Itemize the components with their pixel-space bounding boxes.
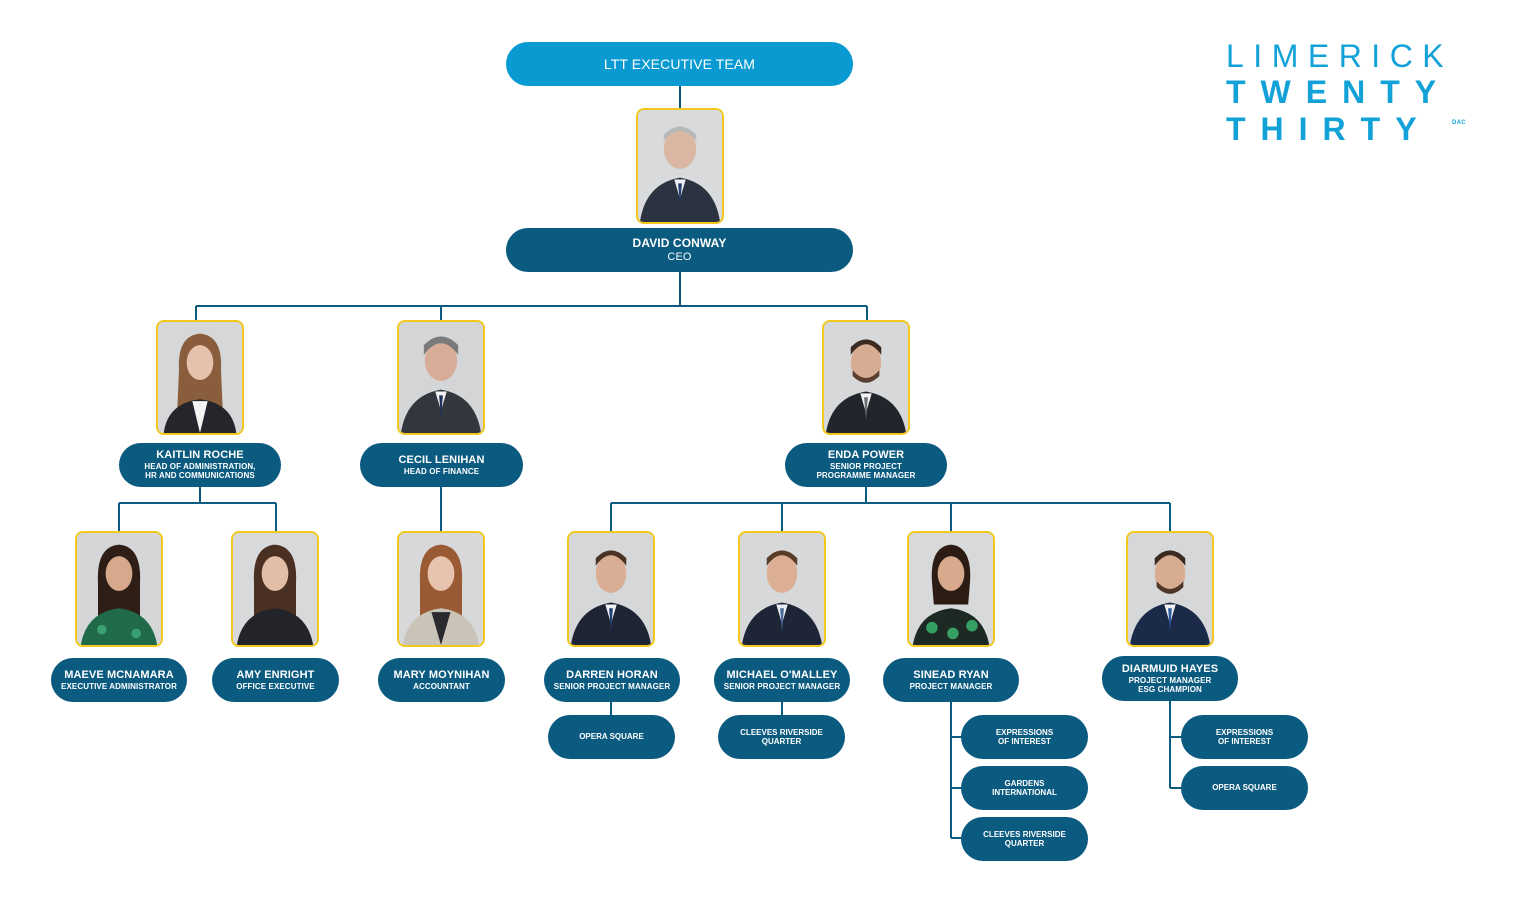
project-line-1: EXPRESSIONS bbox=[1215, 727, 1274, 737]
logo-line-2: TWENTY bbox=[1226, 74, 1452, 110]
ceo-role: CEO bbox=[667, 250, 692, 263]
mary-photo bbox=[397, 531, 485, 647]
mary-card: MARY MOYNIHAN ACCOUNTANT bbox=[378, 658, 505, 702]
limerick-twenty-thirty-logo: LIMERICK TWENTY THIRTY DAC bbox=[1226, 38, 1466, 148]
diarmuid-role-1: PROJECT MANAGER bbox=[1128, 675, 1212, 685]
cecil-card: CECIL LENIHAN HEAD OF FINANCE bbox=[360, 443, 523, 487]
mary-role-1: ACCOUNTANT bbox=[413, 681, 470, 691]
darren-role-1: SENIOR PROJECT MANAGER bbox=[553, 681, 671, 691]
mary-name: MARY MOYNIHAN bbox=[393, 669, 490, 682]
kaitlin-name: KAITLIN ROCHE bbox=[156, 449, 244, 462]
kaitlin-photo bbox=[156, 320, 244, 435]
michael-photo bbox=[738, 531, 826, 647]
kaitlin-role-2: HR AND COMMUNICATIONS bbox=[145, 471, 255, 481]
ceo-name: DAVID CONWAY bbox=[632, 235, 727, 250]
project-pill: EXPRESSIONS OF INTEREST bbox=[961, 715, 1088, 759]
project-line-1: GARDENS bbox=[1004, 778, 1045, 788]
project-line-2: OF INTEREST bbox=[1218, 737, 1271, 746]
sinead-name: SINEAD RYAN bbox=[913, 669, 989, 682]
logo-line-3: THIRTY bbox=[1226, 111, 1432, 147]
project-line-1: OPERA SQUARE bbox=[1212, 783, 1277, 793]
sinead-card: SINEAD RYAN PROJECT MANAGER bbox=[883, 658, 1019, 702]
diarmuid-card: DIARMUID HAYES PROJECT MANAGER ESG CHAMP… bbox=[1102, 656, 1238, 701]
project-line-1: OPERA SQUARE bbox=[579, 732, 644, 742]
diarmuid-name: DIARMUID HAYES bbox=[1121, 662, 1219, 675]
amy-role-1: OFFICE EXECUTIVE bbox=[236, 681, 315, 691]
project-line-2: INTERNATIONAL bbox=[992, 788, 1057, 797]
cecil-name: CECIL LENIHAN bbox=[398, 454, 485, 467]
ceo-card: DAVID CONWAY CEO bbox=[506, 228, 853, 272]
cecil-photo bbox=[397, 320, 485, 435]
project-pill: OPERA SQUARE bbox=[548, 715, 675, 759]
amy-name: AMY ENRIGHT bbox=[236, 669, 315, 682]
amy-photo bbox=[231, 531, 319, 647]
project-line-1: CLEEVES RIVERSIDE bbox=[983, 829, 1066, 839]
project-pill: CLEEVES RIVERSIDE QUARTER bbox=[961, 817, 1088, 861]
project-line-1: EXPRESSIONS bbox=[995, 727, 1054, 737]
project-pill: OPERA SQUARE bbox=[1181, 766, 1308, 810]
kaitlin-card: KAITLIN ROCHE HEAD OF ADMINISTRATION, HR… bbox=[119, 443, 281, 487]
maeve-name: MAEVE MCNAMARA bbox=[64, 669, 174, 682]
project-pill: EXPRESSIONS OF INTEREST bbox=[1181, 715, 1308, 759]
executive-team-title: LTT EXECUTIVE TEAM bbox=[506, 42, 853, 86]
sinead-photo bbox=[907, 531, 995, 647]
enda-card: ENDA POWER SENIOR PROJECT PROGRAMME MANA… bbox=[785, 443, 947, 487]
maeve-role-1: EXECUTIVE ADMINISTRATOR bbox=[61, 681, 177, 691]
ceo-photo bbox=[636, 108, 724, 224]
michael-role-1: SENIOR PROJECT MANAGER bbox=[723, 681, 841, 691]
diarmuid-role-2: ESG CHAMPION bbox=[1138, 684, 1202, 694]
darren-photo bbox=[567, 531, 655, 647]
maeve-photo bbox=[75, 531, 163, 647]
logo-suffix: DAC bbox=[1452, 120, 1466, 126]
diarmuid-photo bbox=[1126, 531, 1214, 647]
enda-role-1: SENIOR PROJECT bbox=[829, 462, 903, 472]
project-line-2: QUARTER bbox=[1004, 839, 1045, 848]
enda-name: ENDA POWER bbox=[827, 449, 905, 462]
cecil-role-1: HEAD OF FINANCE bbox=[403, 466, 480, 476]
amy-card: AMY ENRIGHT OFFICE EXECUTIVE bbox=[212, 658, 339, 702]
darren-name: DARREN HORAN bbox=[566, 669, 658, 682]
sinead-role-1: PROJECT MANAGER bbox=[909, 681, 993, 691]
maeve-card: MAEVE MCNAMARA EXECUTIVE ADMINISTRATOR bbox=[51, 658, 187, 702]
project-pill: CLEEVES RIVERSIDE QUARTER bbox=[718, 715, 845, 759]
title-label: LTT EXECUTIVE TEAM bbox=[603, 55, 756, 72]
michael-card: MICHAEL O'MALLEY SENIOR PROJECT MANAGER bbox=[714, 658, 850, 702]
logo-line-1: LIMERICK bbox=[1226, 38, 1454, 74]
michael-name: MICHAEL O'MALLEY bbox=[726, 669, 838, 682]
project-line-2: QUARTER bbox=[761, 737, 802, 746]
darren-card: DARREN HORAN SENIOR PROJECT MANAGER bbox=[544, 658, 680, 702]
project-line-1: CLEEVES RIVERSIDE bbox=[740, 727, 823, 737]
kaitlin-role-1: HEAD OF ADMINISTRATION, bbox=[144, 462, 256, 472]
project-line-2: OF INTEREST bbox=[998, 737, 1051, 746]
enda-photo bbox=[822, 320, 910, 435]
project-pill: GARDENS INTERNATIONAL bbox=[961, 766, 1088, 810]
enda-role-2: PROGRAMME MANAGER bbox=[816, 471, 916, 481]
